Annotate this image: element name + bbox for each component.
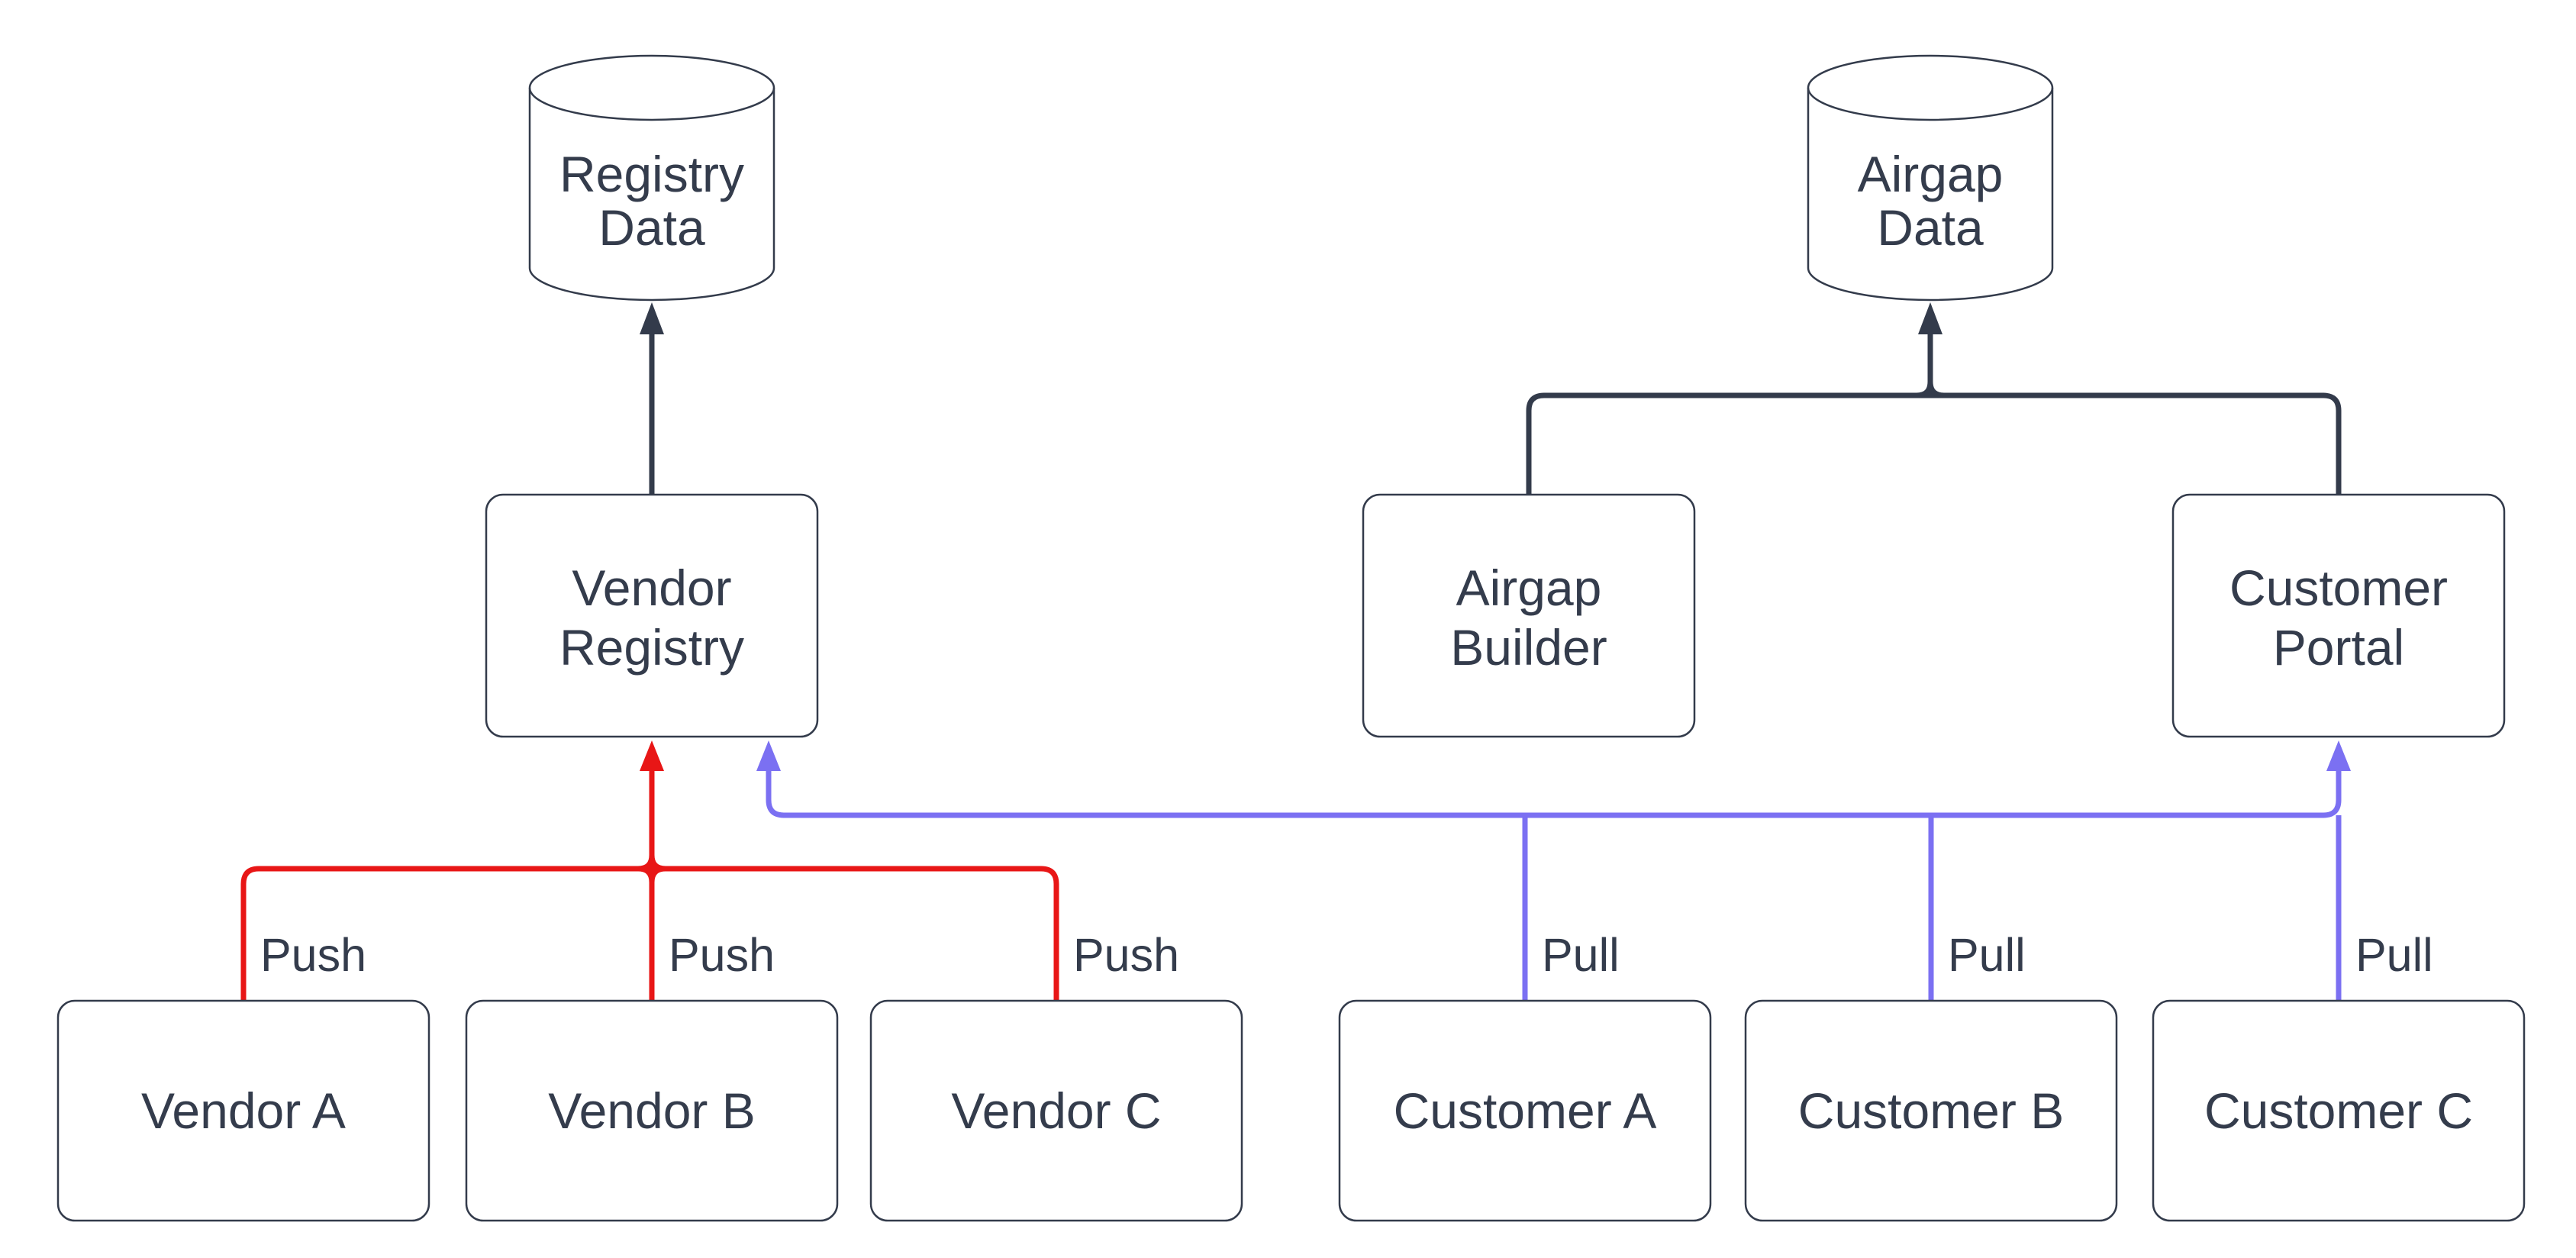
node-customer-a: Customer A bbox=[1338, 999, 1712, 1222]
node-label-airgap-builder-line2: Builder bbox=[1450, 619, 1607, 676]
box-shape bbox=[1362, 493, 1696, 738]
node-label-customer-a: Customer A bbox=[1394, 1082, 1657, 1139]
edge-label-push-vendor-a: Push bbox=[260, 929, 366, 981]
node-label-registry-data-line2: Data bbox=[598, 199, 705, 256]
node-customer-portal: Customer Portal bbox=[2171, 493, 2506, 738]
arrowhead-pull-vendor-registry bbox=[756, 740, 781, 771]
cylinder-shape bbox=[528, 54, 775, 302]
node-label-vendor-c: Vendor C bbox=[951, 1082, 1161, 1139]
box-shape bbox=[56, 999, 430, 1222]
node-label-customer-c: Customer C bbox=[2204, 1082, 2473, 1139]
node-registry-data: Registry Data bbox=[528, 54, 775, 302]
cylinder-lip bbox=[1807, 87, 2054, 121]
node-vendor-c: Vendor C bbox=[869, 999, 1243, 1222]
node-label-registry-data-line1: Registry bbox=[559, 146, 744, 202]
edge-airgap-builder-and-customer-portal-to-airgap-data bbox=[1526, 302, 2342, 495]
edge-label-pull-customer-a: Pull bbox=[1542, 929, 1620, 981]
node-customer-c: Customer C bbox=[2152, 999, 2526, 1222]
box-shape bbox=[869, 999, 1243, 1222]
edge-label-pull-customer-c: Pull bbox=[2355, 929, 2433, 981]
node-vendor-registry: Vendor Registry bbox=[485, 493, 819, 738]
arrowhead-registry-data bbox=[640, 302, 664, 334]
edge-push-trunk bbox=[240, 740, 1059, 1001]
box-shape bbox=[2152, 999, 2526, 1222]
node-airgap-data: Airgap Data bbox=[1807, 54, 2054, 302]
arrowhead-push-vendor-registry bbox=[640, 740, 664, 771]
edge-label-push-vendor-c: Push bbox=[1073, 929, 1179, 981]
node-vendor-b: Vendor B bbox=[465, 999, 839, 1222]
node-label-vendor-b: Vendor B bbox=[548, 1082, 756, 1139]
box-shape bbox=[1338, 999, 1712, 1222]
box-shape bbox=[465, 999, 839, 1222]
edge-label-push-vendor-b: Push bbox=[669, 929, 775, 981]
node-label-airgap-builder-line1: Airgap bbox=[1456, 560, 1602, 616]
edge-label-pull-customer-b: Pull bbox=[1948, 929, 2026, 981]
node-vendor-a: Vendor A bbox=[56, 999, 430, 1222]
node-label-vendor-registry-line1: Vendor bbox=[572, 560, 731, 616]
arrowhead-airgap-data bbox=[1918, 302, 1942, 334]
edge-pull-trunk bbox=[756, 740, 2351, 1001]
node-label-customer-portal-line2: Portal bbox=[2273, 619, 2404, 676]
node-customer-b: Customer B bbox=[1744, 999, 2118, 1222]
node-label-airgap-data-line1: Airgap bbox=[1858, 146, 2004, 202]
box-shape bbox=[2171, 493, 2506, 738]
node-label-customer-b: Customer B bbox=[1798, 1082, 2064, 1139]
box-shape bbox=[1744, 999, 2118, 1222]
edge-vendor-registry-to-registry-data bbox=[640, 302, 664, 495]
box-shape bbox=[485, 493, 819, 738]
arrowhead-pull-customer-portal bbox=[2326, 740, 2351, 771]
node-label-customer-portal-line1: Customer bbox=[2229, 560, 2448, 616]
cylinder-shape bbox=[1807, 54, 2054, 302]
node-label-vendor-a: Vendor A bbox=[141, 1082, 346, 1139]
node-label-vendor-registry-line2: Registry bbox=[559, 619, 744, 676]
cylinder-lip bbox=[528, 87, 775, 121]
node-label-airgap-data-line2: Data bbox=[1877, 199, 1984, 256]
node-airgap-builder: Airgap Builder bbox=[1362, 493, 1696, 738]
